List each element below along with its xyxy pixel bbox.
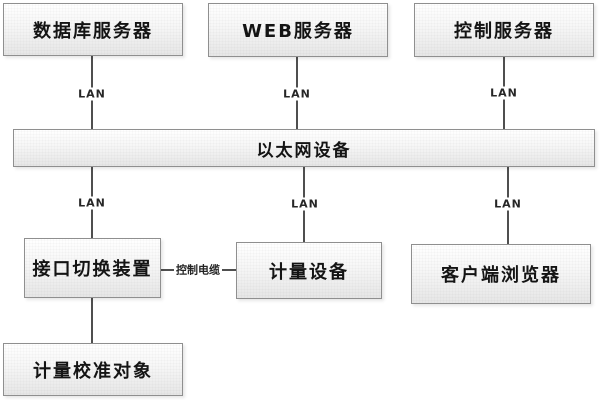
node-control-server-label: 控制服务器 xyxy=(454,21,554,42)
node-calibration-object: 计量校准对象 xyxy=(3,343,183,396)
node-db-server-label: 数据库服务器 xyxy=(33,20,153,42)
node-client-browser: 客户端浏览器 xyxy=(411,244,591,304)
node-web-server-label: WEB服务器 xyxy=(242,21,354,42)
node-control-server: 控制服务器 xyxy=(414,3,594,57)
node-db-server: 数据库服务器 xyxy=(3,3,183,56)
edge-label-lan-1: LAN xyxy=(76,87,108,101)
node-web-server: WEB服务器 xyxy=(208,3,388,57)
node-calibration-object-label: 计量校准对象 xyxy=(33,360,153,382)
edge-label-lan-4: LAN xyxy=(76,196,108,210)
node-interface-switch: 接口切换装置 xyxy=(24,238,161,298)
node-interface-switch-label: 接口切换装置 xyxy=(32,259,153,280)
node-client-browser-label: 客户端浏览器 xyxy=(441,265,561,286)
node-metering-device: 计量设备 xyxy=(236,242,382,299)
node-ethernet-device-label: 以太网设备 xyxy=(256,140,352,161)
edge-interface-switch-to-calibration-object xyxy=(91,298,93,344)
node-metering-device-label: 计量设备 xyxy=(269,261,349,283)
edge-label-lan-3: LAN xyxy=(488,86,520,100)
node-ethernet-device: 以太网设备 xyxy=(13,129,595,167)
edge-label-lan-5: LAN xyxy=(289,197,321,211)
edge-label-control-cable: 控制电缆 xyxy=(174,263,222,277)
edge-label-lan-6: LAN xyxy=(492,197,524,211)
edge-label-lan-2: LAN xyxy=(281,87,313,101)
